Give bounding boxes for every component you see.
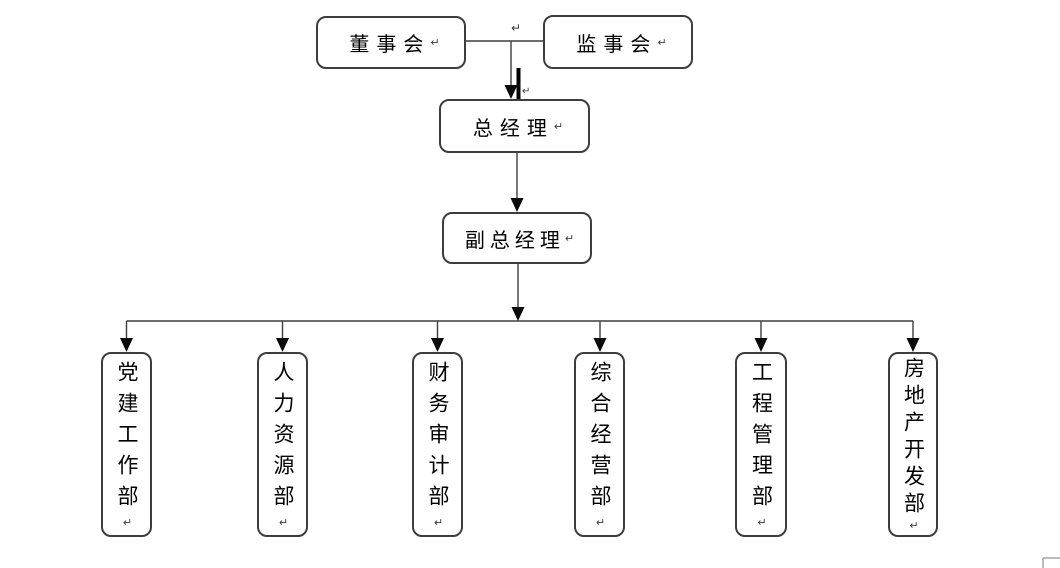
node-deputy-general-manager: 副总经理↵ (442, 212, 592, 264)
edge-dgm-hline-arrowhead (511, 307, 525, 321)
edge-to-gm-arrowhead (504, 85, 518, 99)
node-dept-human-resources: 人力资源部↵ (257, 352, 308, 537)
node-board: 董事会↵ (316, 16, 466, 69)
paragraph-mark-icon: ↵ (432, 515, 445, 529)
node-deputy-general-manager-label: 副总经理 (464, 227, 565, 252)
node-general-manager: 总经理↵ (439, 99, 590, 153)
paragraph-mark-icon: ↵ (277, 515, 290, 529)
paragraph-mark-icon: ↵ (121, 515, 134, 529)
node-dept-party-building-label: 党建工作部 (115, 360, 139, 516)
edge-gm-dgm-arrowhead (510, 198, 524, 212)
paragraph-mark-icon: ↵ (657, 35, 667, 49)
node-dept-engineering-management: 工程管理部↵ (735, 352, 787, 537)
node-board-label: 董事会 (349, 32, 431, 56)
paragraph-mark-icon: ↵ (553, 119, 564, 133)
paragraph-mark-icon: ↵ (755, 515, 769, 529)
node-dept-general-operations-label: 综合经营部 (588, 360, 612, 516)
node-dept-finance-audit: 财务审计部↵ (412, 352, 463, 537)
node-dept-real-estate-development-text: 房地产开发部↵ (901, 357, 926, 532)
paragraph-mark-icon: ↵ (430, 36, 440, 49)
paragraph-mark-icon: ↵ (522, 86, 531, 97)
node-dept-engineering-management-label: 工程管理部 (749, 360, 774, 516)
edge-dept-3-arrowhead (593, 338, 607, 352)
paragraph-mark-icon: ↵ (511, 21, 522, 35)
edge-dept-0-arrowhead (120, 338, 133, 352)
node-supervisory: 监事会↵ (543, 15, 693, 69)
node-dept-real-estate-development: 房地产开发部↵ (888, 352, 938, 537)
paragraph-mark-icon: ↵ (564, 231, 575, 245)
node-dept-real-estate-development-label: 房地产开发部 (901, 357, 926, 519)
paragraph-mark-icon: ↵ (594, 515, 607, 529)
node-dept-finance-audit-label: 财务审计部 (426, 360, 450, 516)
node-supervisory-label: 监事会 (576, 31, 658, 56)
paragraph-mark-icon: ↵ (907, 519, 921, 532)
edge-dept-5-arrowhead (906, 338, 920, 352)
node-dept-engineering-management-text: 工程管理部↵ (749, 360, 774, 529)
node-dept-general-operations: 综合经营部↵ (574, 352, 625, 537)
edge-dept-4-arrowhead (754, 338, 768, 352)
node-dept-party-building: 党建工作部↵ (101, 352, 152, 537)
node-general-manager-label: 总经理 (472, 115, 554, 140)
node-dept-party-building-text: 党建工作部↵ (115, 360, 139, 529)
edge-dept-1-arrowhead (276, 338, 289, 352)
edge-dept-2-arrowhead (431, 338, 444, 352)
node-dept-finance-audit-text: 财务审计部↵ (426, 360, 450, 529)
node-dept-human-resources-text: 人力资源部↵ (271, 360, 295, 529)
node-dept-general-operations-text: 综合经营部↵ (588, 360, 612, 529)
node-dept-human-resources-label: 人力资源部 (271, 360, 295, 516)
